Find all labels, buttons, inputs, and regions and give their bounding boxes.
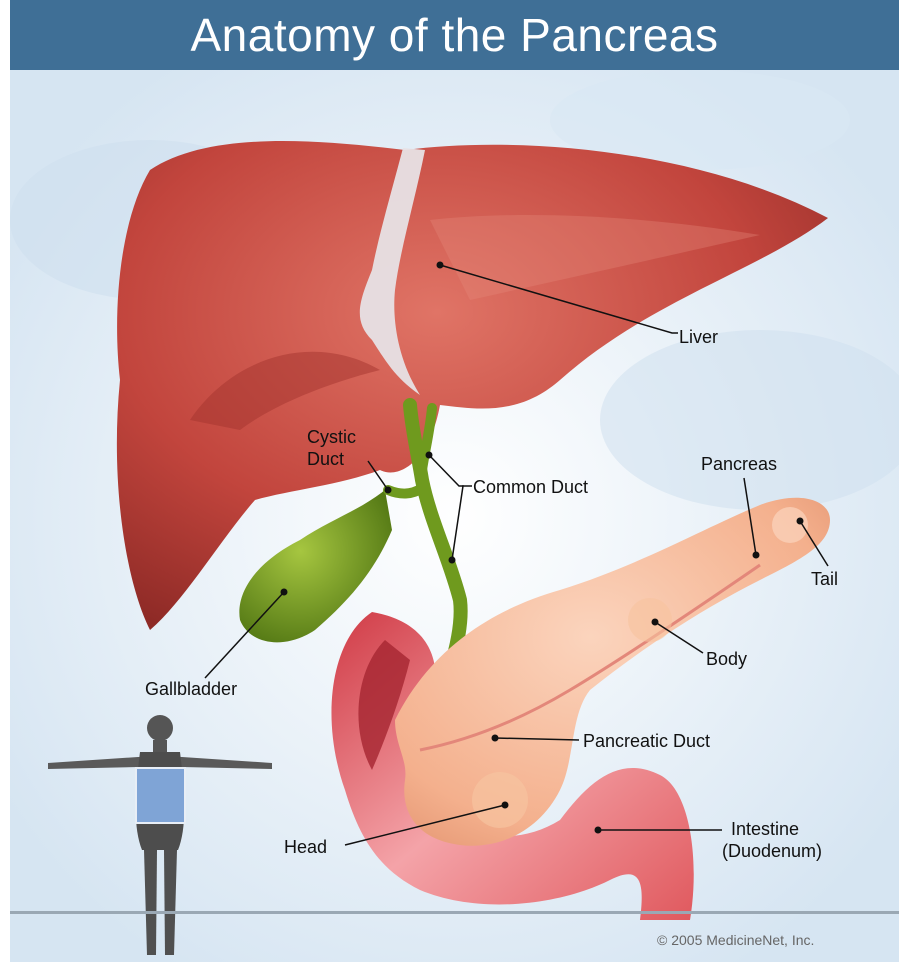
- label-tail: Tail: [811, 569, 838, 589]
- label-intestine-line2: (Duodenum): [722, 841, 822, 861]
- floor-line: [10, 911, 899, 914]
- label-head: Head: [284, 837, 327, 857]
- label-cystic-duct-line2: Duct: [307, 449, 344, 469]
- label-cystic-duct-line1: Cystic: [307, 427, 356, 447]
- copyright-text: © 2005 MedicineNet, Inc.: [657, 932, 814, 948]
- label-liver: Liver: [679, 327, 718, 347]
- label-pancreatic-duct: Pancreatic Duct: [583, 731, 710, 751]
- label-body: Body: [706, 649, 747, 669]
- label-pancreas: Pancreas: [701, 454, 777, 474]
- label-gallbladder: Gallbladder: [145, 679, 237, 699]
- label-common-duct: Common Duct: [473, 477, 588, 497]
- label-intestine-line1: Intestine: [731, 819, 799, 839]
